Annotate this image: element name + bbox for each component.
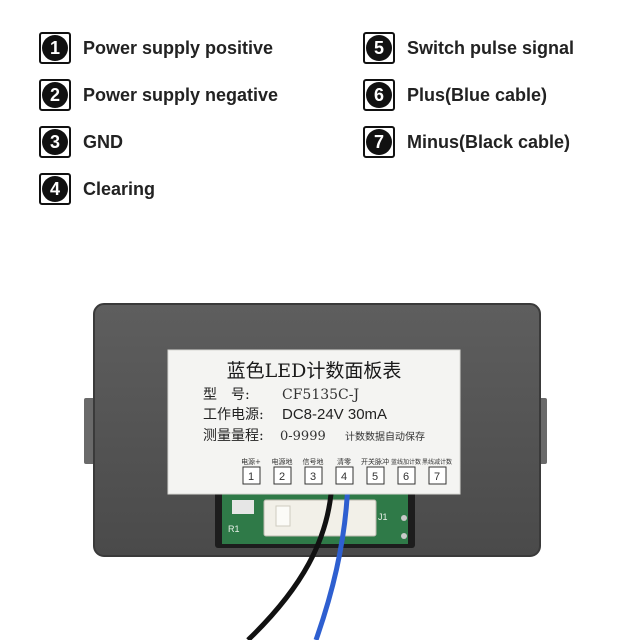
terminal-pin-3: 信号地 3 xyxy=(303,457,324,485)
range-key: 测量量程: xyxy=(203,428,264,444)
legend-item-2: 2 Power supply negative xyxy=(39,78,278,112)
pin-box xyxy=(428,466,447,485)
pin-box xyxy=(335,466,354,485)
legend-item-4: 4 Clearing xyxy=(39,172,155,206)
model-key: 型 号: xyxy=(203,387,250,403)
number-label: 7 xyxy=(366,129,392,155)
legend-label: GND xyxy=(83,131,123,152)
pin-caption: 清零 xyxy=(337,457,351,466)
number-badge: 3 xyxy=(39,126,71,158)
number-badge: 4 xyxy=(39,173,71,205)
number-label: 5 xyxy=(366,35,392,61)
range-note: 计数数据自动保存 xyxy=(345,430,425,443)
model-value: CF5135C-J xyxy=(282,387,359,403)
legend-item-1: 1 Power supply positive xyxy=(39,31,273,65)
connector-slot xyxy=(275,505,291,527)
pin-box xyxy=(273,466,292,485)
number-badge: 6 xyxy=(363,79,395,111)
pin-caption: 电源地 xyxy=(272,457,293,466)
number-label: 6 xyxy=(366,82,392,108)
pin-caption: 信号地 xyxy=(303,457,324,466)
legend-item-5: 5 Switch pulse signal xyxy=(363,31,574,65)
legend-label: Minus(Black cable) xyxy=(407,131,571,152)
number-badge: 7 xyxy=(363,126,395,158)
pin-caption: 开关脉冲 xyxy=(361,457,389,466)
number-badge: 5 xyxy=(363,32,395,64)
pin-box xyxy=(304,466,323,485)
pin-box xyxy=(366,466,385,485)
terminal-pin-2: 电源地 2 xyxy=(272,457,293,485)
legend-item-3: 3 GND xyxy=(39,125,123,159)
terminal-pin-1: 电源+ 1 xyxy=(241,457,261,485)
pin-number: 5 xyxy=(372,471,378,483)
terminal-pin-5: 开关脉冲 5 xyxy=(361,457,389,485)
pin-caption: 黑线减计数 xyxy=(422,458,452,466)
number-label: 3 xyxy=(42,129,68,155)
black-cable xyxy=(246,479,335,640)
pcb-label-r1: R1 xyxy=(228,524,240,534)
terminal-pin-4: 清零 4 xyxy=(335,457,354,485)
pcb-label-j1: J1 xyxy=(378,512,388,522)
power-key: 工作电源: xyxy=(203,407,264,423)
legend-label: Power supply positive xyxy=(83,37,274,58)
legend-label: Plus(Blue cable) xyxy=(407,84,548,105)
legend-label: Switch pulse signal xyxy=(407,37,575,58)
legend-label: Power supply negative xyxy=(83,84,279,105)
legend-item-7: 7 Minus(Black cable) xyxy=(363,125,570,159)
pin-box xyxy=(397,466,416,485)
range-value: 0-9999 xyxy=(280,429,326,444)
pin-caption: 电源+ xyxy=(241,457,261,466)
pin-number: 1 xyxy=(248,471,254,483)
pin-box xyxy=(242,466,261,485)
number-label: 4 xyxy=(42,176,68,202)
pin-number: 4 xyxy=(341,471,347,483)
legend-label: Clearing xyxy=(83,178,156,199)
number-label: 2 xyxy=(42,82,68,108)
pin-caption: 蓝线加计数 xyxy=(391,458,421,466)
pin-number: 3 xyxy=(310,471,316,483)
resistor xyxy=(232,500,254,514)
terminal-pin-7: 黑线减计数 7 xyxy=(422,458,452,485)
pin-number: 7 xyxy=(434,471,440,483)
power-value: DC8-24V 30mA xyxy=(282,406,387,423)
number-label: 1 xyxy=(42,35,68,61)
terminal-pin-6: 蓝线加计数 6 xyxy=(391,458,421,485)
legend-item-6: 6 Plus(Blue cable) xyxy=(363,78,547,112)
label-title: 蓝色LED计数面板表 xyxy=(227,360,402,382)
number-badge: 1 xyxy=(39,32,71,64)
pin-number: 6 xyxy=(403,471,409,483)
solder-point xyxy=(401,533,407,539)
number-badge: 2 xyxy=(39,79,71,111)
pin-number: 2 xyxy=(279,471,285,483)
solder-point xyxy=(401,515,407,521)
terminal-pins: 电源+ 1 电源地 2 信号地 3 清零 4 开关脉冲 5 蓝线加计数 6 xyxy=(241,457,452,485)
blue-cable xyxy=(313,479,351,640)
